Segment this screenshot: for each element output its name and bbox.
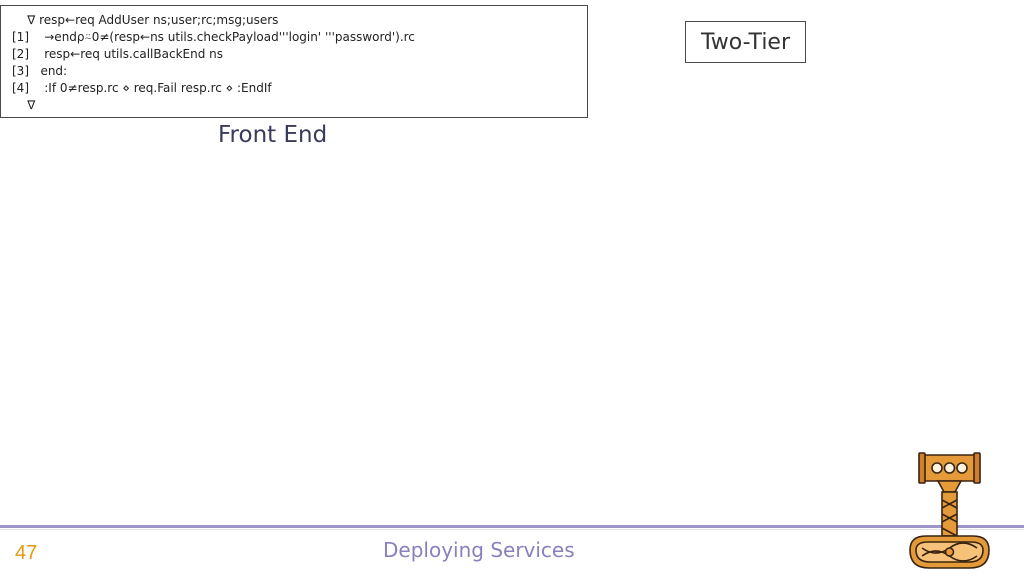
front-end-label: Front End bbox=[218, 122, 328, 148]
code-line: [3] end: bbox=[12, 64, 68, 78]
footer-divider bbox=[0, 525, 1024, 528]
code-line: [1] →endρ⍨0≠(resp←ns utils.checkPayload'… bbox=[12, 30, 415, 44]
code-block: ∇ resp←req AddUser ns;user;rc;msg;users … bbox=[0, 5, 588, 118]
page-number: 47 bbox=[15, 542, 38, 564]
footer-title: Deploying Services bbox=[383, 538, 575, 562]
code-line: [2] resp←req utils.callBackEnd ns bbox=[12, 47, 223, 61]
code-line: ∇ resp←req AddUser ns;user;rc;msg;users bbox=[12, 13, 279, 27]
footer-divider-faint bbox=[0, 529, 1024, 530]
hammer-logo-icon bbox=[909, 452, 990, 569]
code-line: ∇ bbox=[12, 98, 36, 112]
code-line: [4] :If 0≠resp.rc ⋄ req.Fail resp.rc ⋄ :… bbox=[12, 81, 272, 95]
tier-label: Two-Tier bbox=[685, 21, 806, 63]
